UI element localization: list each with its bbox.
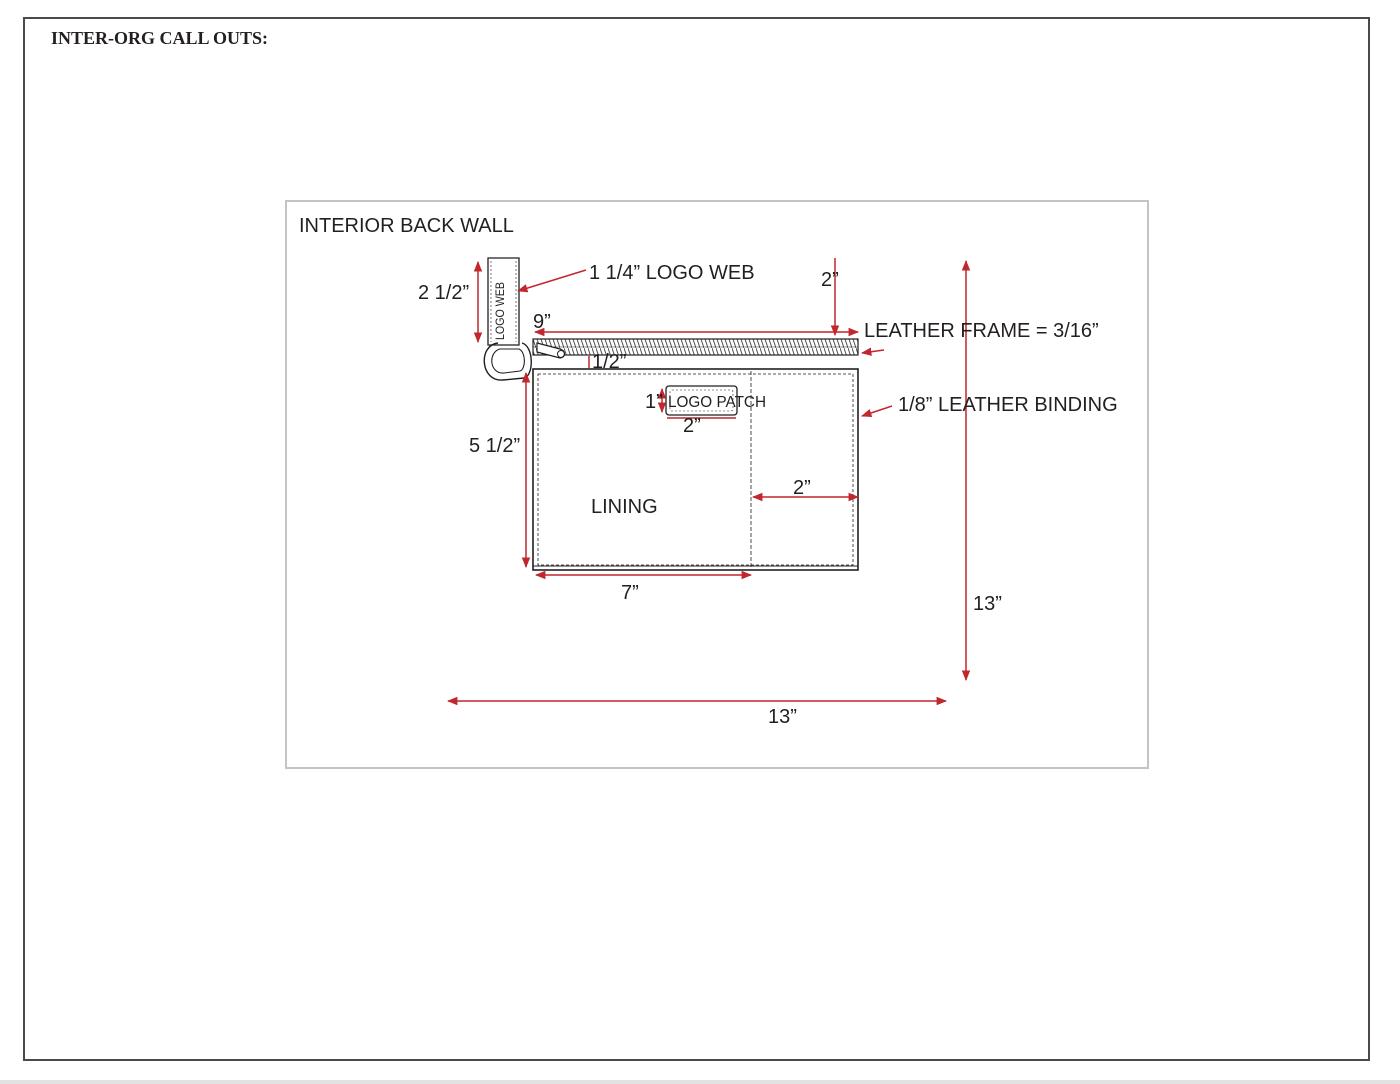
leather-frame-callout: LEATHER FRAME = 3/16” [864, 320, 1099, 342]
page-frame [23, 17, 1370, 1061]
zipper-width-label: 9” [533, 311, 551, 333]
bottom-bar [0, 1080, 1400, 1084]
pocket-height-label: 5 1/2” [469, 435, 520, 457]
logo-patch: LOGO PATCH [665, 385, 766, 416]
zipper [532, 338, 859, 359]
logo-web-height-label: 2 1/2” [418, 282, 469, 304]
dimension-lines [446, 258, 971, 706]
wall-height-label: 13” [973, 593, 1002, 615]
wall-width-label: 13” [768, 706, 797, 728]
leather-binding-callout: 1/8” LEATHER BINDING [898, 394, 1118, 416]
patch-width-label: 2” [683, 415, 701, 437]
pocket-right-section-label: 2” [793, 477, 811, 499]
pocket [532, 368, 859, 571]
logo-web-callout: 1 1/4” LOGO WEB [589, 262, 755, 284]
sheet-title: INTER-ORG CALL OUTS: [51, 28, 269, 48]
logo-web-tab-text: LOGO WEB [493, 282, 507, 340]
zipper-gap-label: 1/2” [592, 351, 626, 373]
logo-web-leader [516, 269, 587, 293]
lining-label: LINING [591, 496, 658, 518]
interior-back-wall-panel [285, 200, 1149, 769]
patch-height-label: 1” [645, 391, 663, 413]
pocket-left-section-label: 7” [621, 582, 639, 604]
logo-web-tab: LOGO WEB [483, 257, 532, 381]
panel-title: INTERIOR BACK WALL [299, 215, 514, 237]
top-offset-label: 2” [821, 269, 839, 291]
leather-binding-leader [861, 405, 893, 417]
leather-frame-leader [860, 347, 885, 356]
logo-patch-text: LOGO PATCH [668, 394, 766, 411]
